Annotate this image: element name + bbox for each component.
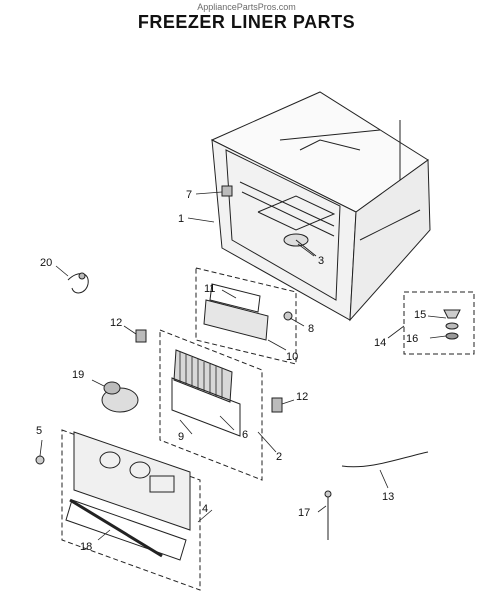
screw-5: [35, 455, 45, 465]
wire-harness: [67, 272, 89, 294]
callout-6: 6: [242, 429, 248, 441]
clip-7: [221, 185, 233, 197]
callout-17: 17: [298, 507, 310, 519]
ice-sensor: [283, 233, 317, 257]
callout-3: 3: [318, 255, 324, 267]
callout-labels: 1 2 3 4 5 6 7 8 9 10 11 12 12 13 14 15 1…: [36, 189, 426, 553]
watermark: AppliancePartsPros.com: [197, 2, 296, 12]
drain-group: [403, 291, 475, 355]
callout-15: 15: [414, 309, 426, 321]
callout-8: 8: [308, 323, 314, 335]
callout-12-left: 12: [110, 317, 122, 329]
callout-18: 18: [80, 541, 92, 553]
rear-panel-group: [61, 429, 201, 591]
page-title: FREEZER LINER PARTS: [137, 12, 356, 32]
callout-7: 7: [186, 189, 192, 201]
callout-10: 10: [286, 351, 298, 363]
callout-11: 11: [204, 283, 215, 295]
tubing: [341, 451, 429, 468]
callout-5: 5: [36, 425, 42, 437]
callout-1: 1: [178, 213, 184, 225]
trim-strip: [69, 498, 163, 558]
callout-12-right: 12: [296, 391, 308, 403]
evaporator-cover-group: [159, 329, 263, 481]
callout-20: 20: [40, 257, 52, 269]
freezer-liner: [210, 91, 431, 322]
fan-motor: [101, 381, 139, 413]
callout-13: 13: [382, 491, 394, 503]
callout-9: 9: [178, 431, 184, 443]
thermistor-probe: [324, 490, 332, 540]
bracket-12-left: [135, 329, 147, 343]
bracket-12-right: [271, 397, 283, 413]
callout-19: 19: [72, 369, 84, 381]
callout-4: 4: [202, 503, 208, 515]
light-lens-group: [195, 267, 297, 365]
callout-2: 2: [276, 451, 282, 463]
callout-16: 16: [406, 333, 418, 345]
callout-14: 14: [374, 337, 386, 349]
